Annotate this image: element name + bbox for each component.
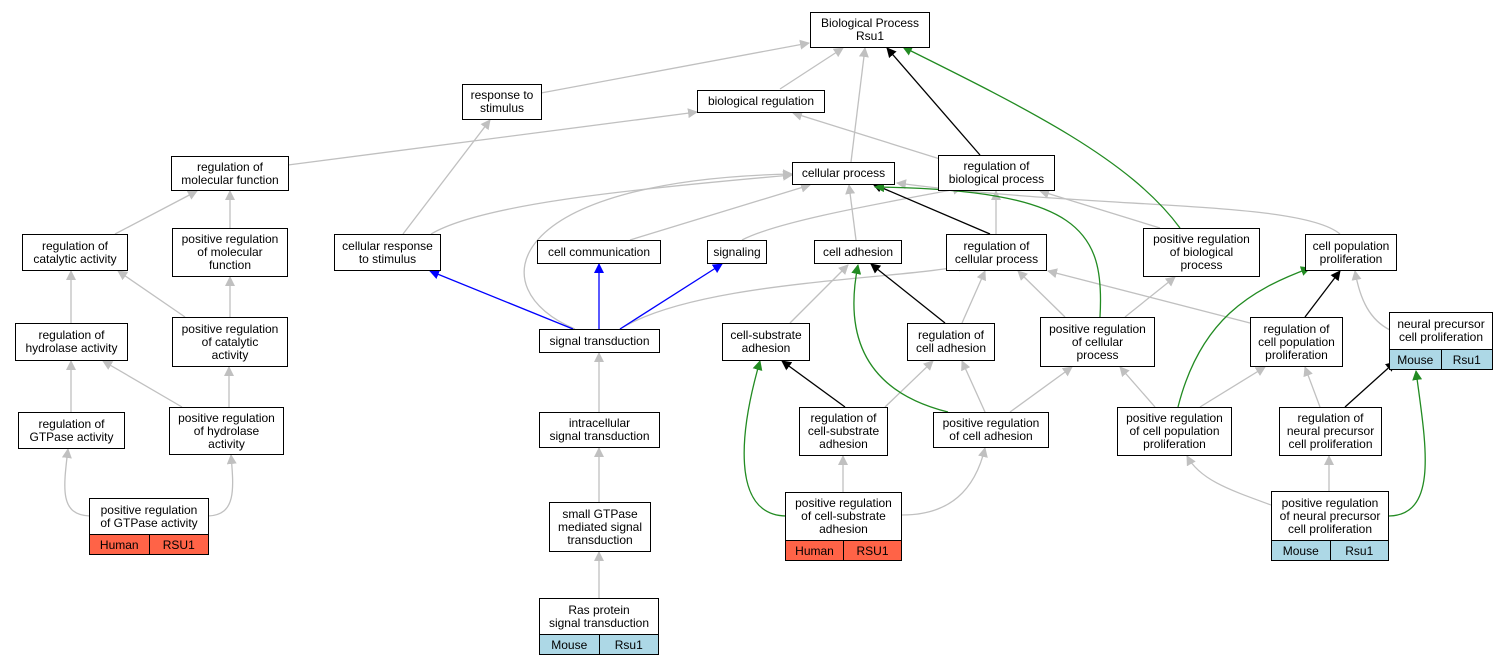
edge-reg-cat-to-reg-mol (114, 190, 198, 235)
node-regulation-of-neural-precursor-cell-proliferation[interactable]: regulation of neural precursor cell prol… (1279, 407, 1382, 456)
tag-neural-precursor-cell-proliferation: Mouse Rsu1 (1389, 349, 1493, 370)
node-regulation-of-cellular-process[interactable]: regulation of cellular process (946, 234, 1047, 271)
node-response-to-stimulus[interactable]: response to stimulus (462, 84, 542, 120)
edge-signal-trans-to-signaling-blue (619, 263, 723, 330)
node-ras-protein-signal-transduction[interactable]: Ras protein signal transduction (539, 598, 659, 635)
edge-signal-trans-to-cellular (523, 169, 793, 330)
node-regulation-of-cell-population-proliferation[interactable]: regulation of cell population proliferat… (1250, 317, 1343, 367)
edge-pos-reg-cell-proc-to-reg-cell-proc (1017, 270, 1066, 318)
node-regulation-of-cell-substrate-adhesion[interactable]: regulation of cell-substrate adhesion (799, 407, 888, 456)
species-label: Mouse (1397, 352, 1434, 367)
node-cell-substrate-adhesion[interactable]: cell-substrate adhesion (722, 323, 810, 361)
node-regulation-of-molecular-function[interactable]: regulation of molecular function (171, 156, 289, 191)
node-signaling[interactable]: signaling (707, 240, 767, 264)
node-positive-regulation-of-biological-process[interactable]: positive regulation of biological proces… (1143, 228, 1260, 277)
edge-cell-adhesion-to-cellular (845, 184, 857, 241)
edge-reg-cell-sub-to-reg-cell-adh (884, 360, 934, 408)
edge-reg-cell-adh-to-reg-cell-proc (961, 270, 986, 324)
edge-cell-sub-adh-to-cell-adh (789, 264, 849, 324)
node-regulation-of-hydrolase-activity[interactable]: regulation of hydrolase activity (15, 323, 128, 361)
node-cell-adhesion[interactable]: cell adhesion (814, 240, 902, 264)
edge-reg-bio-proc-to-bp (886, 47, 981, 156)
node-neural-precursor-cell-proliferation[interactable]: neural precursor cell proliferation (1389, 312, 1493, 350)
edge-signal-trans-to-cell-resp-blue (429, 269, 574, 330)
gene-label: RSU1 (148, 535, 209, 554)
edge-pos-reg-cell-sub-to-pos-reg-cell-adh (901, 447, 988, 516)
node-regulation-of-biological-process[interactable]: regulation of biological process (938, 155, 1055, 191)
edge-reg-cell-proc-to-cellular (872, 182, 991, 235)
edge-cell-resp-to-cellular (430, 170, 793, 235)
edge-pos-reg-cat-to-reg-cat (117, 270, 186, 318)
node-intracellular-signal-transduction[interactable]: intracellular signal transduction (539, 412, 660, 448)
node-positive-regulation-of-catalytic-activity[interactable]: positive regulation of catalytic activit… (172, 317, 288, 367)
edge-pos-reg-neural-to-neural-prec-green (1388, 370, 1426, 517)
tag-ras-protein-signal-transduction: Mouse Rsu1 (539, 634, 659, 655)
edge-cell-pop-to-cellular (896, 179, 1341, 235)
edge-pos-reg-neural-to-pos-reg-cell-pop (1186, 455, 1272, 506)
edge-pos-reg-cell-adh-to-cell-adh-green (851, 264, 949, 413)
node-positive-regulation-of-hydrolase-activity[interactable]: positive regulation of hydrolase activit… (169, 407, 284, 455)
edge-reg-cell-pop-to-reg-cell-proc (1047, 268, 1251, 324)
gene-label: Rsu1 (1440, 350, 1493, 369)
node-biological-regulation[interactable]: biological regulation (697, 90, 825, 113)
node-regulation-of-catalytic-activity[interactable]: regulation of catalytic activity (22, 234, 128, 271)
edge-pos-reg-gtpase-left (61, 448, 91, 517)
edge-cell-comm-to-cellular (629, 182, 811, 241)
species-label: Mouse (551, 637, 588, 652)
edge-pos-reg-bio-to-bp-green (902, 46, 1181, 229)
node-cellular-process[interactable]: cellular process (792, 162, 895, 185)
gene-label: RSU1 (843, 541, 901, 560)
node-cellular-response-to-stimulus[interactable]: cellular response to stimulus (334, 234, 441, 271)
edge-neural-prec-to-cell-pop (1351, 270, 1391, 331)
node-regulation-of-cell-adhesion[interactable]: regulation of cell adhesion (907, 323, 995, 361)
node-biological-process-rsu1[interactable]: Biological Process Rsu1 (810, 12, 930, 48)
node-small-gtpase-mediated-signal-transduction[interactable]: small GTPase mediated signal transductio… (549, 502, 651, 552)
tag-positive-regulation-of-cell-substrate-adhesion: Human RSU1 (785, 540, 902, 561)
edge-reg-cell-adh-to-cell-adh (870, 263, 946, 324)
edge-reg-neural-to-neural-prec (1344, 361, 1396, 408)
edge-pos-reg-cell-pop-to-cell-pop-green (1177, 266, 1311, 408)
tag-positive-regulation-of-neural-precursor-cell-proliferation: Mouse Rsu1 (1271, 540, 1389, 561)
edge-pos-reg-gtpase-right (207, 454, 237, 517)
node-positive-regulation-of-cell-substrate-adhesion[interactable]: positive regulation of cell-substrate ad… (785, 492, 902, 541)
edge-resp-stim-to-bp (540, 39, 810, 94)
node-cell-communication[interactable]: cell communication (537, 240, 661, 264)
tag-positive-regulation-of-gtpase-activity: Human RSU1 (89, 534, 209, 555)
species-label: Human (99, 537, 139, 552)
edge-pos-reg-hydro-to-reg-hydro (102, 360, 183, 408)
node-positive-regulation-of-gtpase-activity[interactable]: positive regulation of GTPase activity (89, 498, 209, 535)
species-label: Mouse (1282, 543, 1319, 558)
node-positive-regulation-of-cell-population-proliferation[interactable]: positive regulation of cell population p… (1117, 407, 1232, 456)
edge-cell-resp-to-resp-stim (402, 119, 491, 235)
edge-reg-cell-sub-to-cell-sub (781, 360, 846, 408)
edge-reg-mol-func-to-bio-reg (287, 108, 698, 166)
edge-pos-reg-bio-to-reg-bio (1039, 188, 1161, 229)
edge-pos-reg-cell-adh-to-reg-cell-adh (961, 360, 986, 413)
edge-pos-reg-cell-pop-to-pos-reg-cell-proc (1119, 366, 1156, 408)
gene-label: Rsu1 (598, 635, 659, 654)
node-regulation-of-gtpase-activity[interactable]: regulation of GTPase activity (18, 412, 125, 449)
node-signal-transduction[interactable]: signal transduction (539, 329, 660, 353)
node-positive-regulation-of-molecular-function[interactable]: positive regulation of molecular functio… (172, 228, 288, 277)
edge-signal-trans-to-reg-cell-proc (619, 262, 968, 330)
species-label: Human (795, 543, 834, 558)
edge-signaling-to-cellular-process (741, 184, 963, 241)
node-cell-population-proliferation[interactable]: cell population proliferation (1305, 234, 1397, 271)
edge-reg-bio-proc-to-bio-reg (792, 110, 941, 160)
edge-pos-reg-cell-sub-to-cell-sub-green (743, 360, 787, 517)
node-positive-regulation-of-cellular-process[interactable]: positive regulation of cellular process (1040, 317, 1155, 367)
edge-cellular-process-to-bp (850, 47, 869, 163)
edge-bio-reg-to-bp (779, 47, 844, 90)
node-positive-regulation-of-cell-adhesion[interactable]: positive regulation of cell adhesion (933, 412, 1049, 448)
edge-reg-cell-pop-to-cell-pop (1304, 270, 1341, 318)
edge-reg-neural-to-reg-cell-pop (1303, 366, 1321, 408)
edge-pos-reg-cell-adh-to-pos-reg-cell-proc (1009, 366, 1073, 413)
edge-pos-reg-cell-pop-to-reg-cell-pop (1199, 366, 1266, 408)
gene-label: Rsu1 (1329, 541, 1389, 560)
node-positive-regulation-of-neural-precursor-cell-proliferation[interactable]: positive regulation of neural precursor … (1271, 491, 1389, 541)
